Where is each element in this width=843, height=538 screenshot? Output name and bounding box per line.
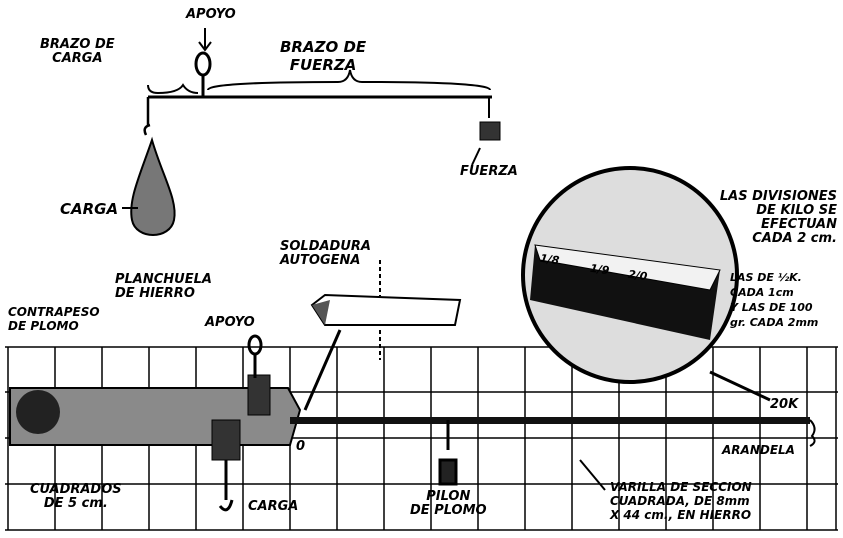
max-mark: 20K [770,397,799,412]
counterweight-line: CONTRAPESO [8,305,100,319]
squares-line: CUADRADOS [30,482,122,497]
load-arm-line: CARGA [52,51,103,66]
squares-line: DE 5 cm. [43,496,108,511]
plate-line: PLANCHUELA [115,272,212,287]
rod-line: VARILLA DE SECCION [610,480,752,494]
carga-hook-label: CARGA [248,499,299,514]
scale-tick: 2/0 [627,267,649,284]
callout-line: gr. CADA 2mm [730,316,819,329]
force-label: FUERZA [460,164,518,179]
rod-line: CUADRADA, DE 8mm [610,494,750,508]
scale-tick: 1/8 [539,251,561,268]
zero-mark: 0 [296,439,306,454]
callout-line: CADA 1cm [730,286,794,299]
callout-line: LAS DE ½K. [730,271,802,284]
top-lever [143,28,492,136]
square-rod [290,417,810,424]
force-arm-line: BRAZO DE [280,38,367,56]
weld-line: AUTOGENA [280,253,361,268]
washer-label: ARANDELA [722,443,795,457]
callout-line: CADA 2 cm. [752,231,837,246]
callout-line: DE KILO SE [756,203,837,218]
callout-line: Y LAS DE 100 [730,301,813,314]
callout-sub: LAS DE ½K. CADA 1cm Y LAS DE 100 gr. CADA 2… [730,270,818,330]
lead-counterweight [16,390,60,434]
load-label: CARGA [60,200,119,218]
load-arm-line: BRAZO DE [40,37,115,52]
force-weight [479,121,501,141]
callout-line: EFECTUAN [761,217,837,232]
weld-detail [310,293,462,326]
load-drop [130,136,176,236]
pilon-line: PILON [426,489,471,504]
callout-line: LAS DIVISIONES [719,189,837,204]
support-label: APOYO [205,315,255,330]
plate-line: DE HIERRO [115,286,195,301]
weld-line: SOLDADURA [280,239,371,254]
pilon-line: DE PLOMO [410,503,487,518]
counterweight-line: DE PLOMO [8,319,79,333]
force-arm-line: FUERZA [289,56,357,74]
rod-line: X 44 cm., EN HIERRO [610,508,752,522]
fulcrum-label: APOYO [186,7,236,22]
scale-tick: 1/9 [589,261,611,278]
